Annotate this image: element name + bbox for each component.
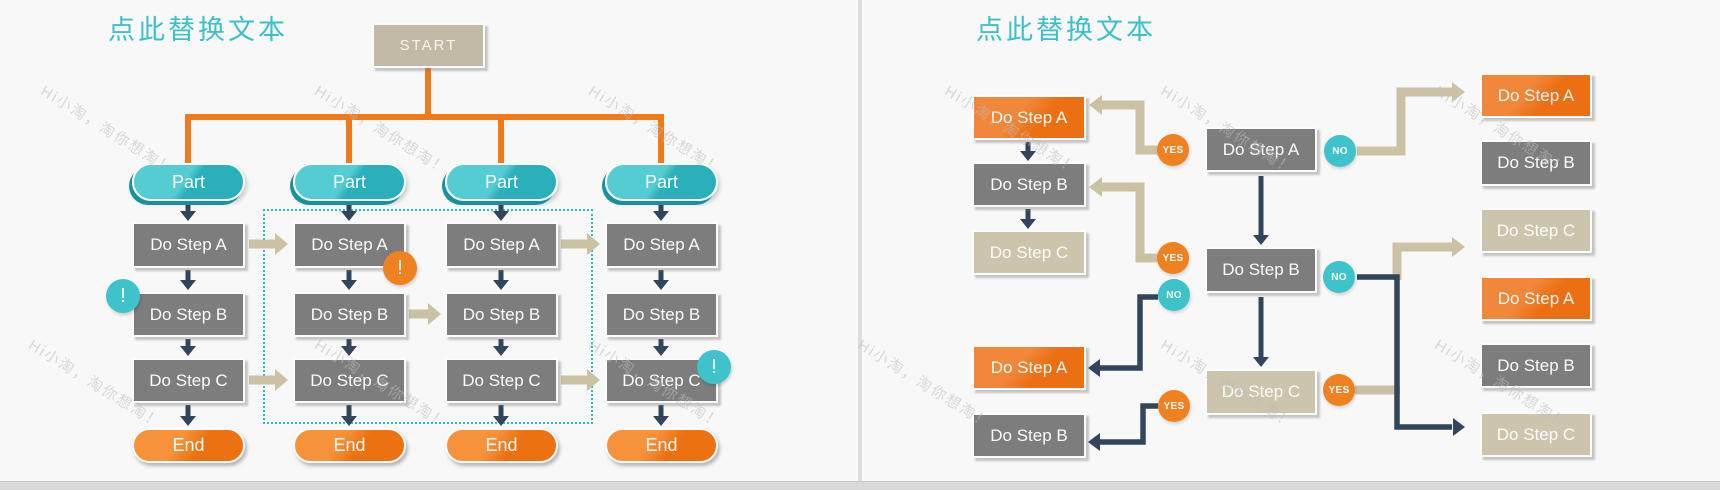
step-node[interactable]: Do Step A: [132, 222, 245, 268]
step-node[interactable]: Do Step C: [445, 358, 558, 403]
yes-circle[interactable]: YES: [1323, 374, 1355, 406]
step-node[interactable]: Do Step B: [972, 413, 1086, 458]
alert-badge[interactable]: !: [106, 279, 140, 313]
step-node[interactable]: Do Step B: [1480, 343, 1592, 388]
alert-badge[interactable]: !: [383, 251, 417, 285]
step-node[interactable]: Do Step B: [972, 162, 1086, 207]
step-node[interactable]: Do Step B: [605, 292, 718, 337]
no-circle[interactable]: NO: [1158, 279, 1190, 311]
end-node[interactable]: End: [132, 428, 245, 463]
right-panel-title[interactable]: 点此替换文本: [976, 15, 1156, 45]
step-node[interactable]: Do Step A: [605, 222, 718, 268]
step-node[interactable]: Do Step B: [132, 292, 245, 337]
part-node[interactable]: Part: [293, 163, 406, 201]
bottom-band: [0, 481, 1720, 490]
part-node[interactable]: Part: [445, 163, 558, 201]
no-circle[interactable]: NO: [1324, 135, 1356, 167]
step-node[interactable]: Do Step C: [1480, 412, 1592, 457]
step-node[interactable]: Do Step B: [293, 292, 406, 337]
end-node[interactable]: End: [293, 428, 406, 463]
step-node[interactable]: Do Step C: [972, 230, 1086, 275]
step-node[interactable]: Do Step A: [1205, 127, 1317, 172]
part-node[interactable]: Part: [132, 163, 245, 201]
yes-circle[interactable]: YES: [1157, 134, 1189, 166]
end-node[interactable]: End: [445, 428, 558, 463]
part-node[interactable]: Part: [605, 163, 718, 201]
step-node[interactable]: Do Step B: [1205, 247, 1317, 293]
step-node[interactable]: Do Step C: [293, 358, 406, 403]
step-node[interactable]: Do Step A: [972, 95, 1086, 140]
process-group-outline: [263, 209, 593, 424]
alert-badge[interactable]: !: [697, 350, 731, 384]
yes-circle[interactable]: YES: [1157, 242, 1189, 274]
step-node[interactable]: Do Step A: [1480, 276, 1592, 321]
left-panel-title[interactable]: 点此替换文本: [108, 15, 288, 45]
start-node[interactable]: START: [372, 23, 485, 68]
panel-divider: [858, 0, 862, 481]
step-node[interactable]: Do Step C: [1480, 208, 1592, 253]
yes-circle[interactable]: YES: [1158, 390, 1190, 422]
step-node[interactable]: Do Step C: [132, 358, 245, 403]
step-node[interactable]: Do Step A: [1480, 73, 1592, 118]
step-node[interactable]: Do Step A: [972, 345, 1086, 390]
no-circle[interactable]: NO: [1323, 261, 1355, 293]
step-node[interactable]: Do Step A: [445, 222, 558, 268]
end-node[interactable]: End: [605, 428, 718, 463]
step-node[interactable]: Do Step B: [1480, 140, 1592, 186]
step-node[interactable]: Do Step C: [1205, 369, 1317, 415]
step-node[interactable]: Do Step B: [445, 292, 558, 337]
